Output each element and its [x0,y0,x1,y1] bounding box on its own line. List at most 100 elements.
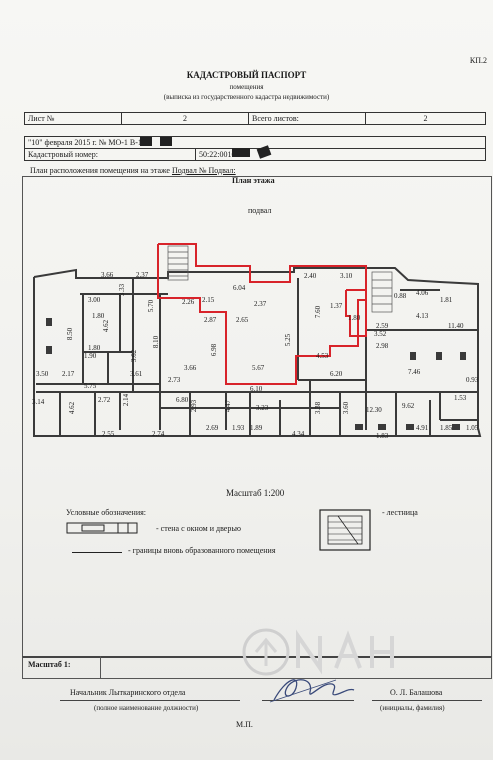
dimension-label: 1.83 [376,432,389,440]
sheet-info-table: Лист № 2 Всего листов: 2 [24,112,486,125]
total-sheets-value: 2 [365,112,486,125]
redaction-mark [140,137,152,146]
dimension-label: 3.23 [256,404,269,412]
dimension-label: 2.14 [122,393,131,407]
footer-scale-row [22,656,492,679]
dimension-label: 2.26 [182,298,195,306]
plan-caption: План расположения помещения на этаже Под… [30,166,236,175]
form-code: КП.2 [469,56,487,65]
dimension-label: 7.46 [408,368,421,376]
dimension-label: 1.05 [466,424,479,432]
dimension-label: 2.87 [204,316,217,324]
dimension-label: 12.30 [366,406,382,414]
name-line [372,700,482,701]
dimension-label: 6.04 [233,284,246,292]
stairs-legend-symbol [319,509,371,551]
dimension-label: 2.93 [190,399,199,413]
dimension-label: 6.10 [250,385,263,393]
plan-title: План этажа [232,176,275,185]
official-position: Начальник Лыткаринского отдела [70,688,186,697]
redaction-mark [232,148,250,157]
official-name: О. Л. Балашова [390,688,443,697]
position-line [60,700,240,701]
dimension-label: 6.80 [176,396,189,404]
dimension-label: 8.50 [66,327,75,341]
dimension-label: 4.62 [68,401,77,415]
dimension-label: 6.20 [330,370,343,378]
dimension-label: 2.55 [102,430,115,438]
watermark [242,628,394,676]
document-title: КАДАСТРОВЫЙ ПАСПОРТ [186,70,307,80]
dimension-label: 3.66 [101,271,114,279]
dimension-label: 1.93 [232,424,245,432]
sheet-label: Лист № [24,112,122,125]
dimension-label: 11.40 [448,322,464,330]
dimension-label: 1.80 [348,314,361,322]
dimension-label: 6.98 [210,343,219,357]
legend-stairs-text: - лестница [382,508,418,517]
document-subtitle: помещения [229,83,264,91]
dimension-label: 1.81 [440,296,453,304]
dimension-label: 3.14 [32,398,45,406]
dimension-label: 5.25 [284,333,293,347]
dimension-label: 2.40 [304,272,317,280]
dimension-label: 2.98 [376,342,389,350]
dimension-label: 3.50 [36,370,49,378]
dimension-label: 0.93 [466,376,479,384]
signature-line [262,700,354,701]
legend-title: Условные обозначения: [66,508,147,517]
position-caption: (полное наименование должности) [94,704,199,712]
dimension-label: 3.38 [314,401,323,415]
dimension-label: 3.62 [130,349,139,363]
dimension-label: 4.53 [316,352,329,360]
dimension-label: 2.72 [98,396,111,404]
dimension-label: 2.59 [376,322,389,330]
dimension-label: 2.37 [254,300,267,308]
document-source: (выписка из государственного кадастра не… [163,93,330,101]
dimension-label: 1.90 [84,352,97,360]
plan-scale: Масштаб 1:200 [226,488,285,498]
dimension-label: 5.67 [252,364,265,372]
dimension-label: 2.65 [236,316,249,324]
boundary-legend-line [72,552,122,553]
dimension-label: 7.60 [314,305,323,319]
dimension-label: 2.37 [136,271,149,279]
dimension-label: 3.60 [342,401,351,415]
stamp-label: М.П. [236,720,253,729]
dimension-label: 9.62 [402,402,415,410]
wall-legend-symbol [66,522,138,534]
dimension-label: 4.47 [224,399,233,413]
dimension-label: 8.10 [152,335,161,349]
handwritten-signature [269,679,355,703]
dimension-label: 5.70 [147,299,156,313]
dimension-label: 2.73 [168,376,181,384]
legend-boundary-text: - границы вновь образованного помещения [128,546,276,555]
name-caption: (инициалы, фамилия) [380,704,445,712]
dimension-label: 3.66 [184,364,197,372]
dimension-label: 4.13 [416,312,429,320]
dimension-label: 2.17 [62,370,75,378]
dimension-label: 3.10 [340,272,353,280]
dimension-label: 5.75 [84,382,97,390]
footer-scale-label: Масштаб 1: [28,660,71,669]
dimension-label: 1.53 [454,394,467,402]
dimension-label: 3.61 [130,370,143,378]
dimension-label: 2.15 [202,296,215,304]
dimension-label: 3.52 [374,330,387,338]
cadastral-number-label: Кадастровый номер: [24,148,196,161]
redaction-mark [160,137,172,146]
dimension-label: 2.69 [206,424,219,432]
dimension-label: 4.06 [416,289,429,297]
footer-divider [100,656,101,678]
dimension-label: 3.00 [88,296,101,304]
dimension-label: 1.85 [440,424,453,432]
dimension-label: 1.89 [250,424,263,432]
dimension-label: 1.37 [330,302,343,310]
legend-wall-text: - стена с окном и дверью [156,524,241,533]
dimension-label: 2.74 [152,430,165,438]
plan-caption-floor: Подвал № Подвал: [171,166,236,175]
dimension-label: 0.88 [394,292,407,300]
dimension-label: 3.33 [118,283,127,297]
